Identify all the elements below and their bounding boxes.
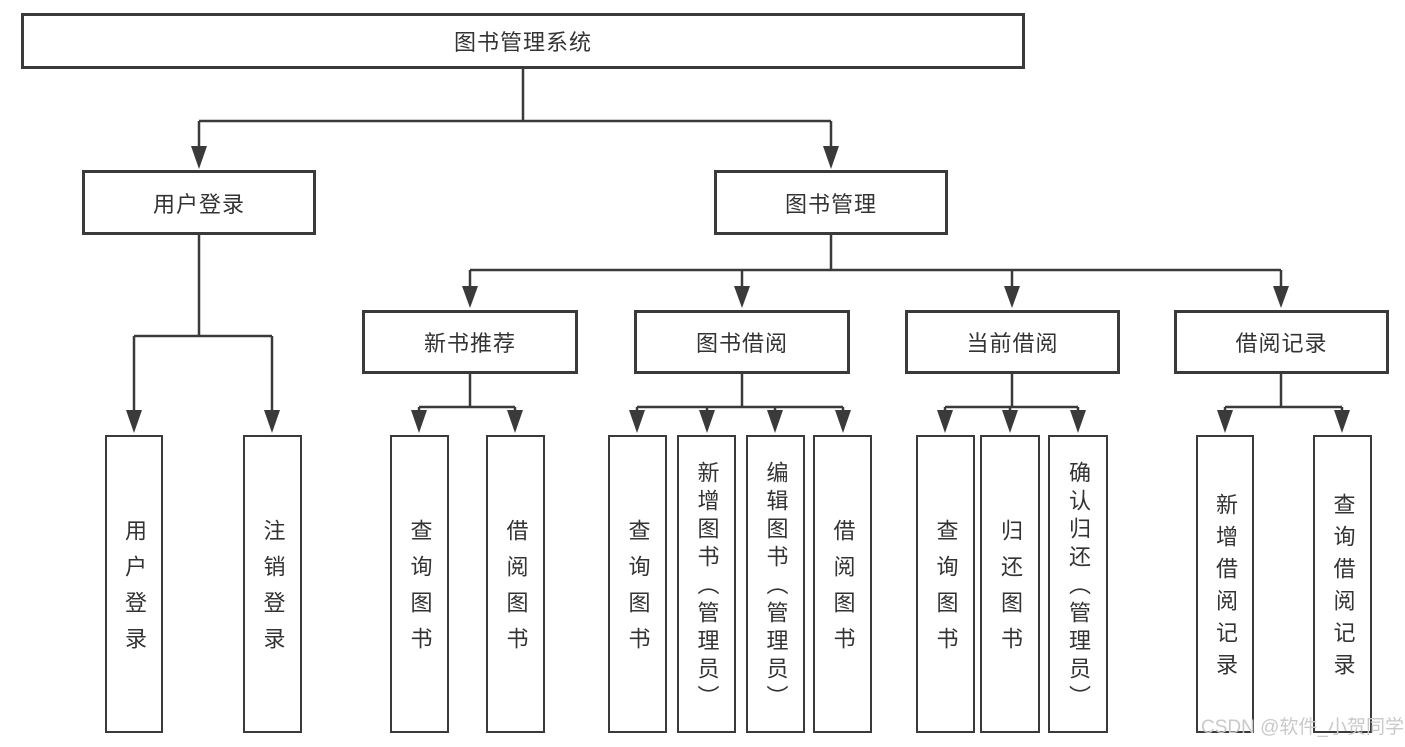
node-root-system: 图书管理系统: [21, 13, 1025, 69]
connector-current-borrow-to-leaves: [937, 374, 1086, 433]
leaf-record-add-label: 新增借阅记录: [1213, 493, 1238, 685]
node-new-book-recommend: 新书推荐: [362, 310, 578, 374]
leaf-current-confirm-return: 确认归还（管理员）: [1048, 435, 1108, 733]
csdn-watermark: CSDN @软件_小贺同学: [1201, 717, 1404, 738]
node-current-borrow-label: 当前借阅: [966, 331, 1059, 356]
node-current-borrow: 当前借阅: [905, 310, 1120, 374]
leaf-borrow-add-book-label: 新增图书（管理员）: [694, 461, 720, 713]
node-book-management: 图书管理: [714, 170, 948, 235]
leaf-current-query-label: 查询图书: [933, 519, 959, 663]
node-borrow-record-label: 借阅记录: [1235, 331, 1328, 356]
node-book-management-label: 图书管理: [784, 191, 877, 217]
node-new-book-recommend-label: 新书推荐: [423, 331, 516, 356]
leaf-newbook-query: 查询图书: [390, 435, 449, 733]
leaf-borrow-borrow-book-label: 借阅图书: [830, 519, 856, 663]
leaf-current-return: 归还图书: [980, 435, 1040, 733]
leaf-newbook-query-label: 查询图书: [407, 519, 433, 663]
leaf-logout: 注销登录: [243, 435, 302, 733]
connector-borrow-record-to-leaves: [1217, 374, 1350, 433]
node-book-borrow: 图书借阅: [634, 310, 850, 374]
connector-new-book-to-leaves: [411, 374, 523, 433]
leaf-record-query-label: 查询借阅记录: [1330, 493, 1356, 685]
connector-user-login-to-leaves: [126, 235, 280, 433]
leaf-current-query: 查询图书: [916, 435, 975, 733]
leaf-record-add: 新增借阅记录: [1196, 435, 1254, 733]
node-user-login-label: 用户登录: [152, 191, 245, 217]
leaf-user-login: 用户登录: [105, 435, 163, 733]
leaf-borrow-query-label: 查询图书: [625, 519, 651, 663]
node-borrow-record: 借阅记录: [1174, 310, 1389, 374]
leaf-current-return-label: 归还图书: [998, 519, 1023, 663]
connector-book-borrow-to-leaves: [629, 374, 851, 433]
leaf-user-login-label: 用户登录: [122, 519, 147, 663]
connector-root-to-level2: [191, 69, 839, 169]
node-user-login: 用户登录: [82, 170, 316, 235]
node-book-borrow-label: 图书借阅: [695, 331, 788, 356]
leaf-logout-label: 注销登录: [260, 519, 286, 663]
leaf-borrow-edit-book-label: 编辑图书（管理员）: [763, 461, 789, 713]
node-root-label: 图书管理系统: [453, 30, 592, 55]
leaf-newbook-borrow: 借阅图书: [486, 435, 545, 733]
leaf-current-confirm-return-label: 确认归还（管理员）: [1066, 461, 1091, 713]
leaf-borrow-edit-book: 编辑图书（管理员）: [746, 435, 805, 733]
leaf-record-query: 查询借阅记录: [1313, 435, 1372, 733]
leaf-borrow-query: 查询图书: [608, 435, 667, 733]
leaf-newbook-borrow-label: 借阅图书: [503, 519, 529, 663]
leaf-borrow-add-book: 新增图书（管理员）: [677, 435, 736, 733]
leaf-borrow-borrow-book: 借阅图书: [813, 435, 872, 733]
connector-book-mgmt-to-level3: [462, 235, 1289, 308]
